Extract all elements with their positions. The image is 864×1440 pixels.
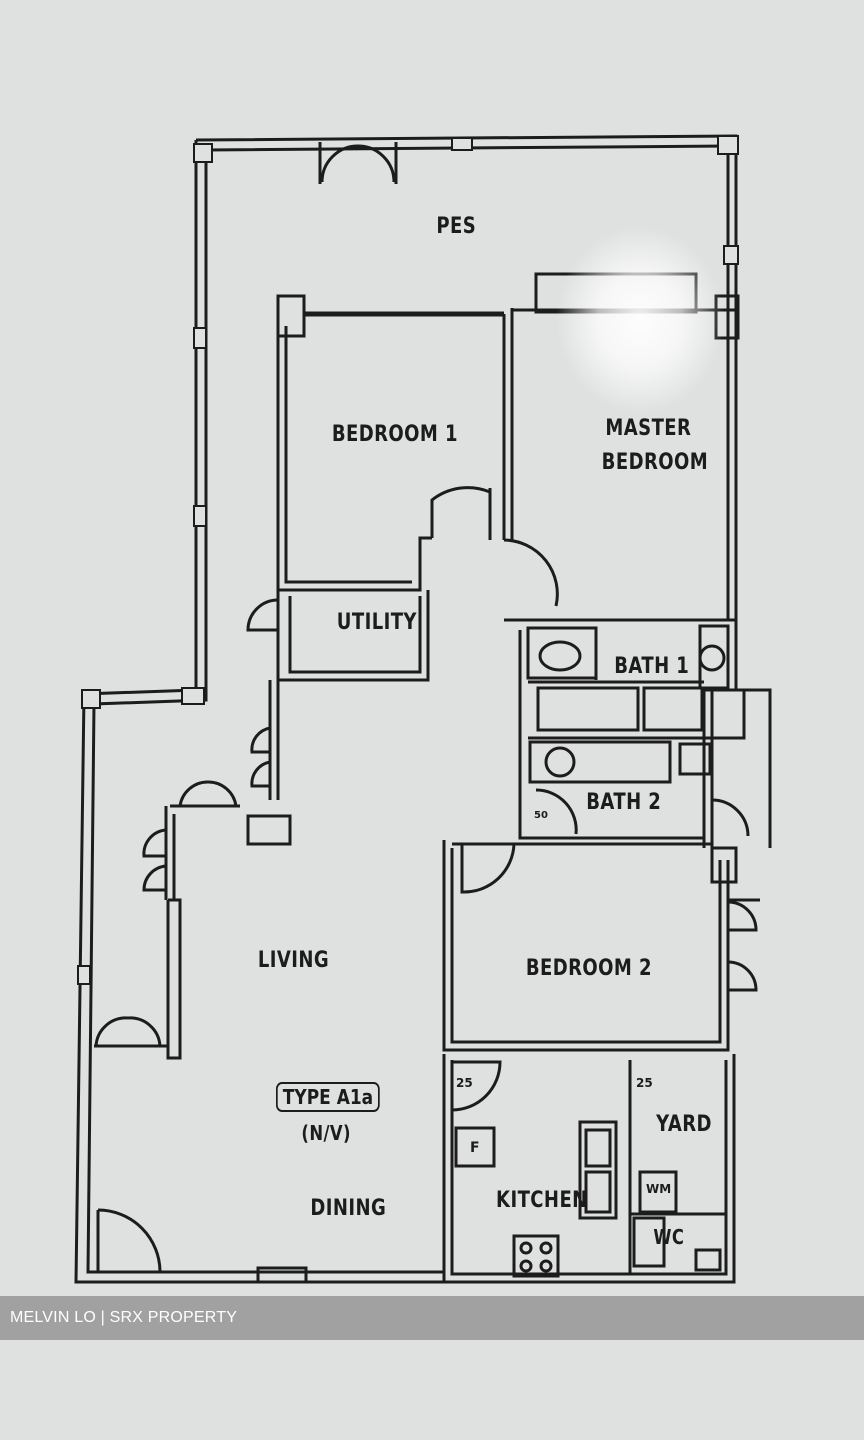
dimension-50-bath: 50 (534, 810, 548, 821)
room-label-dining: DINING (310, 1196, 387, 1221)
watermark-bar (0, 1296, 864, 1340)
kitchen-walls (442, 1054, 736, 1284)
living-walls (94, 680, 292, 1060)
washing-machine-label: WM (646, 1182, 672, 1196)
pes-door (318, 142, 398, 184)
dining-door (96, 1208, 308, 1284)
room-label-master-bedroom-line2: BEDROOM (601, 450, 709, 475)
room-label-bath-1: BATH 1 (614, 654, 690, 679)
room-label-bath-2: BATH 2 (586, 790, 662, 815)
fridge-label: F (470, 1140, 480, 1156)
room-label-pes: PES (436, 214, 477, 239)
room-label-utility: UTILITY (336, 610, 417, 635)
unit-orientation: (N/V) (301, 1121, 351, 1145)
room-label-bedroom-2: BEDROOM 2 (525, 956, 652, 981)
bathroom-walls (504, 618, 772, 848)
watermark-text: MELVIN LO | SRX PROPERTY (10, 1309, 238, 1326)
bedroom-2-walls (442, 840, 760, 1052)
unit-type-tag: TYPE A1a (276, 1082, 380, 1112)
room-label-yard: YARD (656, 1112, 712, 1137)
room-label-master-bedroom-line1: MASTER (605, 416, 692, 441)
room-label-bedroom-1: BEDROOM 1 (331, 422, 458, 447)
room-label-kitchen: KITCHEN (496, 1188, 588, 1213)
window-markers (77, 135, 739, 985)
room-label-wc: WC (653, 1225, 685, 1249)
dimension-25-yard: 25 (636, 1076, 653, 1090)
bedroom-1-walls (276, 294, 559, 607)
room-label-living: LIVING (257, 948, 330, 973)
utility-walls (246, 590, 430, 682)
dimension-25-kitchen: 25 (456, 1076, 473, 1090)
master-bedroom-walls (512, 272, 740, 340)
